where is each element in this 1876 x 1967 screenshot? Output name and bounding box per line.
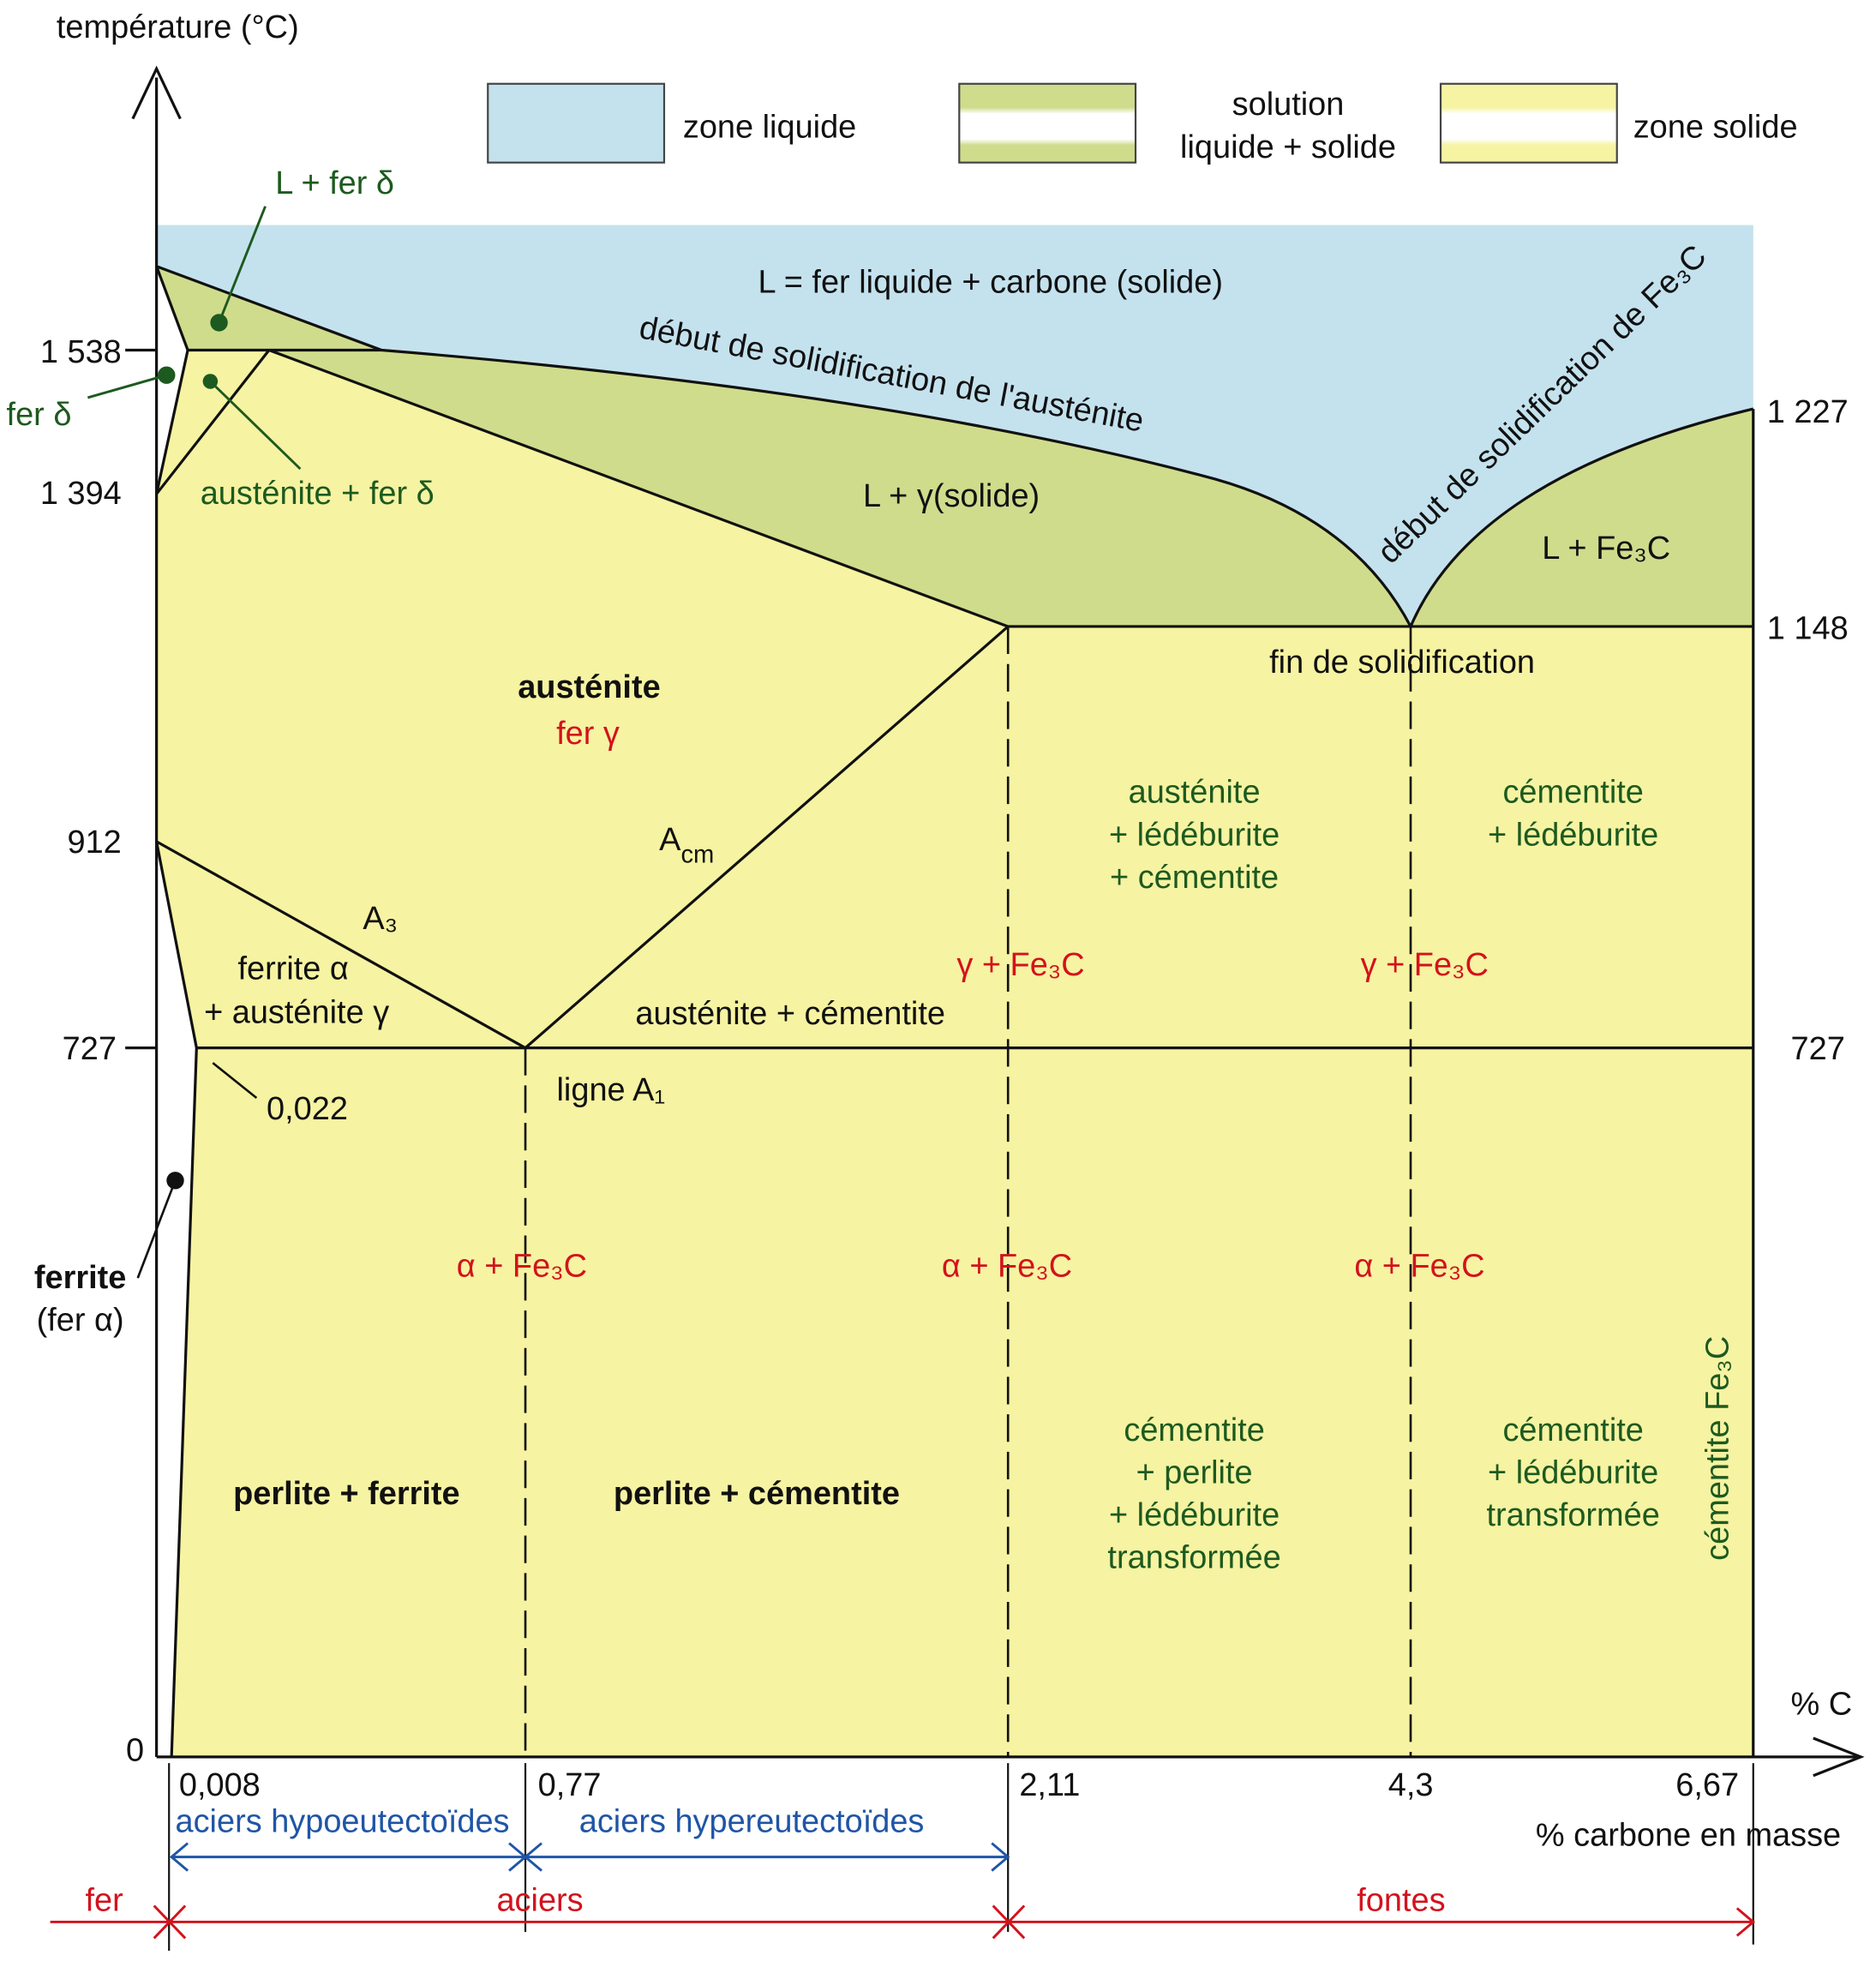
range-aciers-label: aciers <box>496 1882 583 1918</box>
x-tick: 4,3 <box>1388 1767 1434 1803</box>
range-fer-label: fer <box>85 1882 123 1918</box>
x-tick: 6,67 <box>1675 1767 1739 1803</box>
label-l-fer-delta: L + fer δ <box>275 165 394 201</box>
label-cementite-fe3c: cémentite Fe₃C <box>1700 1336 1736 1561</box>
label-alpha-fe3c: α + Fe₃C <box>942 1249 1072 1285</box>
range-hyper-label: aciers hypereutectoïdes <box>579 1803 925 1839</box>
label-austenite-fer-delta: austénite + fer δ <box>201 476 435 512</box>
label-zone-4-line: + lédéburite <box>1488 817 1658 853</box>
y-tick-right: 727 <box>1791 1031 1845 1067</box>
label-alpha-fe3c: α + Fe₃C <box>1354 1249 1484 1285</box>
label-zone-7-line: + lédéburite <box>1109 1497 1280 1533</box>
x-unit: % C <box>1791 1686 1853 1722</box>
label-liquid: L = fer liquide + carbone (solide) <box>758 264 1223 300</box>
label-fin-solidification: fin de solidification <box>1269 645 1535 681</box>
label-ligne-a1: ligne A₁ <box>557 1072 666 1108</box>
y-tick: 912 <box>67 825 121 861</box>
label-plus-austenite-gamma: + austénite γ <box>204 994 389 1030</box>
label-austenite: austénite <box>518 669 660 705</box>
label-acm: Acm <box>659 822 714 869</box>
label-0-022: 0,022 <box>267 1091 348 1127</box>
label-perlite-cementite: perlite + cémentite <box>614 1476 900 1512</box>
region-alpha-ferrite <box>156 841 197 1757</box>
label-zone-7-line: + perlite <box>1136 1454 1253 1490</box>
legend-label-liquid: zone liquide <box>683 109 856 145</box>
legend-label-mixed-1: solution <box>1232 87 1345 123</box>
label-l-fe3c: L + Fe₃C <box>1542 531 1670 567</box>
x-tick: 0,77 <box>538 1767 602 1803</box>
x-tick: 0,008 <box>179 1767 261 1803</box>
y-axis-label: température (°C) <box>57 9 299 45</box>
y-tick: 727 <box>63 1031 117 1067</box>
label-l-gamma: L + γ(solide) <box>863 478 1040 514</box>
x-tick: 2,11 <box>1019 1767 1080 1803</box>
label-fer-gamma: fer γ <box>556 716 620 752</box>
range-fontes-label: fontes <box>1357 1882 1445 1918</box>
range-red-arrow <box>50 1904 1756 1940</box>
label-gamma-fe3c: γ + Fe₃C <box>1361 947 1489 983</box>
label-zone-4-line: cémentite <box>1502 775 1643 811</box>
marker-dot <box>166 1172 184 1190</box>
marker-dot <box>158 366 176 384</box>
pointers <box>87 206 302 1279</box>
steel-ranges: aciers hypoeutectoïdes aciers hypereutec… <box>50 1803 1756 1940</box>
region-liquid-solid <box>156 266 1753 627</box>
legend-label-mixed-2: liquide + solide <box>1180 129 1396 165</box>
label-fer-delta: fer δ <box>7 397 72 433</box>
label-gamma-fe3c: γ + Fe₃C <box>956 947 1084 983</box>
label-zone-8-line: cémentite <box>1502 1412 1643 1448</box>
legend-swatch-solid <box>1439 82 1618 164</box>
label-perlite-ferrite: perlite + ferrite <box>233 1476 460 1512</box>
label-zone-3-line: + cémentite <box>1110 860 1279 896</box>
marker-dot <box>210 314 228 332</box>
label-ferrite: ferrite <box>34 1260 126 1296</box>
marker-dot <box>202 374 219 389</box>
y-tick-right: 1 227 <box>1767 394 1849 430</box>
y-tick: 1 538 <box>40 334 122 370</box>
label-zone-7-line: cémentite <box>1124 1412 1264 1448</box>
label-zone-3-line: austénite <box>1129 775 1261 811</box>
phase-lines <box>155 265 1755 1757</box>
label-alpha-fe3c: α + Fe₃C <box>457 1249 587 1285</box>
label-ferrite-alpha: ferrite α <box>237 951 348 986</box>
label-zone-8-line: transformée <box>1486 1497 1659 1533</box>
label-zone-7-line: transformée <box>1107 1540 1280 1576</box>
label-zone-8-line: + lédéburite <box>1488 1454 1658 1490</box>
legend-label-solid: zone solide <box>1633 109 1798 145</box>
label-austenite-cementite: austénite + cémentite <box>635 996 945 1032</box>
y-tick-right: 1 148 <box>1767 611 1849 647</box>
region-liquid <box>156 225 1753 627</box>
label-zone-3-line: + lédéburite <box>1109 817 1280 853</box>
range-hypo-arrow <box>169 1842 1010 1872</box>
axes: température (°C) 1 538 1 394 912 727 0 1… <box>40 9 1865 1952</box>
legend-swatch-mixed <box>958 82 1137 164</box>
legend-swatch-liquid <box>487 82 666 164</box>
legend: zone liquide solution liquide + solide z… <box>487 82 1798 165</box>
x-axis-label: % carbone en masse <box>1536 1817 1841 1853</box>
y-tick: 0 <box>126 1732 144 1768</box>
label-fer-alpha: (fer α) <box>37 1302 124 1338</box>
y-tick: 1 394 <box>40 476 122 512</box>
label-a3: A₃ <box>363 901 398 937</box>
range-hypo-label: aciers hypoeutectoïdes <box>176 1803 510 1839</box>
